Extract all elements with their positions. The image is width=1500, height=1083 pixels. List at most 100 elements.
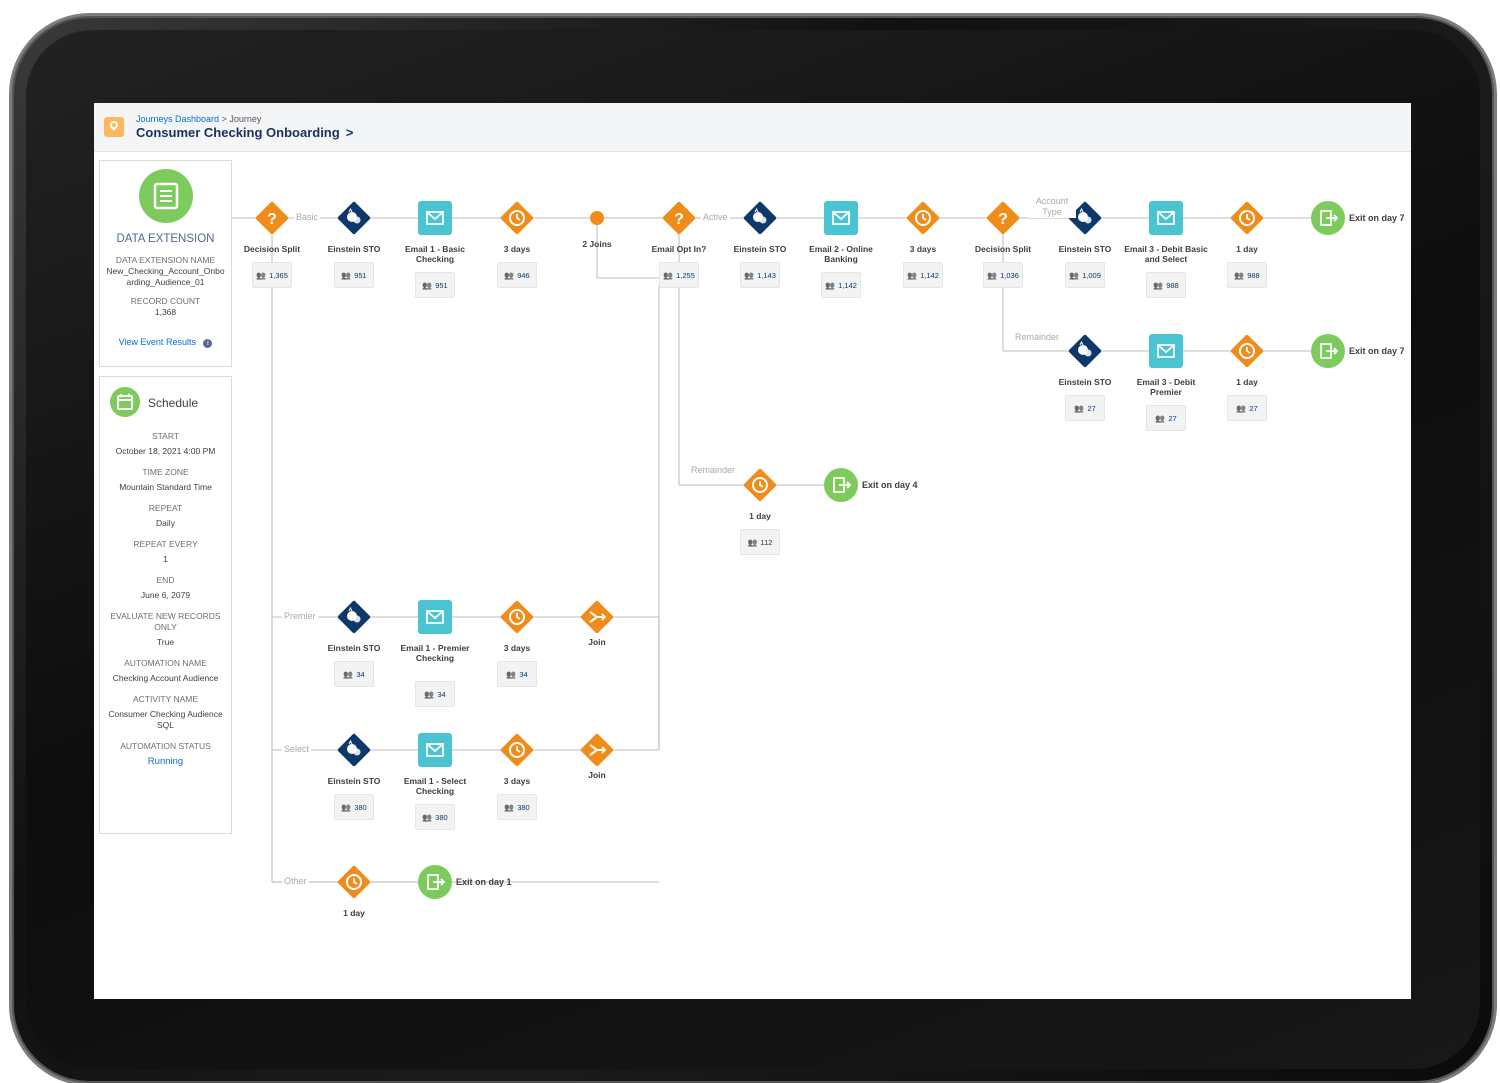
email-node[interactable] bbox=[418, 201, 452, 235]
count-badge[interactable]: 👥988 bbox=[1227, 262, 1267, 288]
data-extension-heading: DATA EXTENSION bbox=[116, 233, 215, 245]
node-label: Email 3 - Debit Basic and Select bbox=[1124, 244, 1208, 264]
einstein-node[interactable] bbox=[337, 733, 371, 767]
count-badge[interactable]: 👥1,009 bbox=[1065, 262, 1105, 288]
wait-node[interactable] bbox=[906, 201, 940, 235]
node-label: Join bbox=[588, 637, 606, 647]
clock-icon bbox=[1230, 334, 1264, 368]
count-badge[interactable]: 👥946 bbox=[497, 262, 537, 288]
exit-node[interactable] bbox=[824, 468, 858, 502]
wait-node[interactable] bbox=[500, 600, 534, 634]
einstein-node[interactable] bbox=[1068, 201, 1102, 235]
join-node[interactable] bbox=[580, 600, 614, 634]
email-node[interactable] bbox=[418, 600, 452, 634]
branch-label-remainder-mid: Remainder bbox=[688, 465, 738, 476]
exit-door-icon bbox=[824, 468, 858, 502]
count-badge[interactable]: 👥1,142 bbox=[903, 262, 943, 288]
node-label: 1 day bbox=[343, 908, 365, 918]
exit-node[interactable] bbox=[1311, 334, 1345, 368]
email-node[interactable] bbox=[1149, 201, 1183, 235]
people-icon: 👥 bbox=[341, 270, 352, 280]
count-value: 34 bbox=[356, 669, 365, 679]
people-icon: 👥 bbox=[343, 669, 354, 679]
decision-node[interactable]: ? bbox=[255, 201, 289, 235]
node-label: Email Opt In? bbox=[651, 244, 707, 254]
count-badge[interactable]: 👥951 bbox=[415, 272, 455, 298]
count-badge[interactable]: 👥380 bbox=[334, 794, 374, 820]
breadcrumb-journeys-dashboard[interactable]: Journeys Dashboard bbox=[136, 114, 220, 124]
node-label: Decision Split bbox=[974, 244, 1032, 254]
envelope-icon bbox=[418, 600, 452, 634]
node-label: 1 day bbox=[1236, 377, 1258, 387]
view-event-results-row: View Event Results i bbox=[100, 332, 231, 350]
wait-node[interactable] bbox=[1230, 334, 1264, 368]
journey-canvas[interactable]: DATA EXTENSION DATA EXTENSION NAME New_C… bbox=[94, 152, 1411, 999]
people-icon: 👥 bbox=[506, 669, 517, 679]
info-icon[interactable]: i bbox=[203, 339, 213, 348]
node-label: 3 days bbox=[909, 244, 937, 254]
count-badge[interactable]: 👥988 bbox=[1146, 272, 1186, 298]
count-value: 1,143 bbox=[757, 270, 776, 280]
node-label: Decision Split bbox=[243, 244, 301, 254]
decision-node[interactable]: ? bbox=[986, 201, 1020, 235]
count-badge[interactable]: 👥951 bbox=[334, 262, 374, 288]
chevron-right-icon[interactable]: > bbox=[345, 125, 354, 140]
count-badge[interactable]: 👥1,142 bbox=[821, 272, 861, 298]
einstein-node[interactable] bbox=[743, 201, 777, 235]
count-badge[interactable]: 👥34 bbox=[415, 681, 455, 707]
decision-node[interactable]: ? bbox=[662, 201, 696, 235]
count-badge[interactable]: 👥1,036 bbox=[983, 262, 1023, 288]
count-badge[interactable]: 👥112 bbox=[740, 529, 780, 555]
wait-node[interactable] bbox=[1230, 201, 1264, 235]
wait-node[interactable] bbox=[500, 733, 534, 767]
people-icon: 👥 bbox=[1153, 280, 1164, 290]
count-badge[interactable]: 👥34 bbox=[334, 661, 374, 687]
view-event-results-link[interactable]: View Event Results bbox=[118, 337, 196, 347]
exit-node[interactable] bbox=[418, 865, 452, 899]
clock-icon bbox=[1230, 201, 1264, 235]
einstein-node[interactable] bbox=[337, 201, 371, 235]
envelope-icon bbox=[1149, 201, 1183, 235]
count-badge[interactable]: 👥380 bbox=[415, 804, 455, 830]
wait-node[interactable] bbox=[500, 201, 534, 235]
count-badge[interactable]: 👥27 bbox=[1146, 405, 1186, 431]
count-badge[interactable]: 👥27 bbox=[1065, 395, 1105, 421]
exit-node[interactable] bbox=[1311, 201, 1345, 235]
email-node[interactable] bbox=[418, 733, 452, 767]
question-icon: ? bbox=[255, 201, 289, 235]
schedule-value: June 6, 2079 bbox=[140, 590, 191, 600]
wait-node[interactable] bbox=[337, 865, 371, 899]
wait-node[interactable] bbox=[743, 468, 777, 502]
count-value: 946 bbox=[517, 270, 530, 280]
node-label: Einstein STO bbox=[1058, 377, 1112, 387]
count-badge[interactable]: 👥1,143 bbox=[740, 262, 780, 288]
count-badge[interactable]: 👥34 bbox=[497, 661, 537, 687]
data-extension-name-value: New_Checking_Account_Onboarding_Audience… bbox=[106, 266, 225, 287]
schedule-label: REPEAT bbox=[148, 503, 183, 513]
count-badge[interactable]: 👥27 bbox=[1227, 395, 1267, 421]
node-label: Email 1 - Select Checking bbox=[403, 776, 467, 796]
count-badge[interactable]: 👥1,365 bbox=[252, 262, 292, 288]
einstein-node[interactable] bbox=[1068, 334, 1102, 368]
node-label: Einstein STO bbox=[327, 776, 381, 786]
envelope-icon bbox=[418, 201, 452, 235]
record-count-value: 1,368 bbox=[154, 307, 177, 317]
people-icon: 👥 bbox=[987, 270, 998, 280]
email-node[interactable] bbox=[824, 201, 858, 235]
join-node[interactable] bbox=[580, 733, 614, 767]
einstein-sparkle-icon bbox=[1068, 201, 1102, 235]
count-value: 380 bbox=[435, 812, 448, 822]
einstein-node[interactable] bbox=[337, 600, 371, 634]
count-badge[interactable]: 👥1,255 bbox=[659, 262, 699, 288]
schedule-value: October 18, 2021 4:00 PM bbox=[115, 446, 216, 456]
count-badge[interactable]: 👥380 bbox=[497, 794, 537, 820]
node-label: Join bbox=[588, 770, 606, 780]
email-node[interactable] bbox=[1149, 334, 1183, 368]
schedule-heading: Schedule bbox=[148, 396, 199, 410]
join-dot[interactable] bbox=[590, 211, 604, 225]
count-value: 988 bbox=[1166, 280, 1179, 290]
count-value: 1,365 bbox=[269, 270, 288, 280]
count-value: 27 bbox=[1168, 413, 1177, 423]
envelope-icon bbox=[824, 201, 858, 235]
